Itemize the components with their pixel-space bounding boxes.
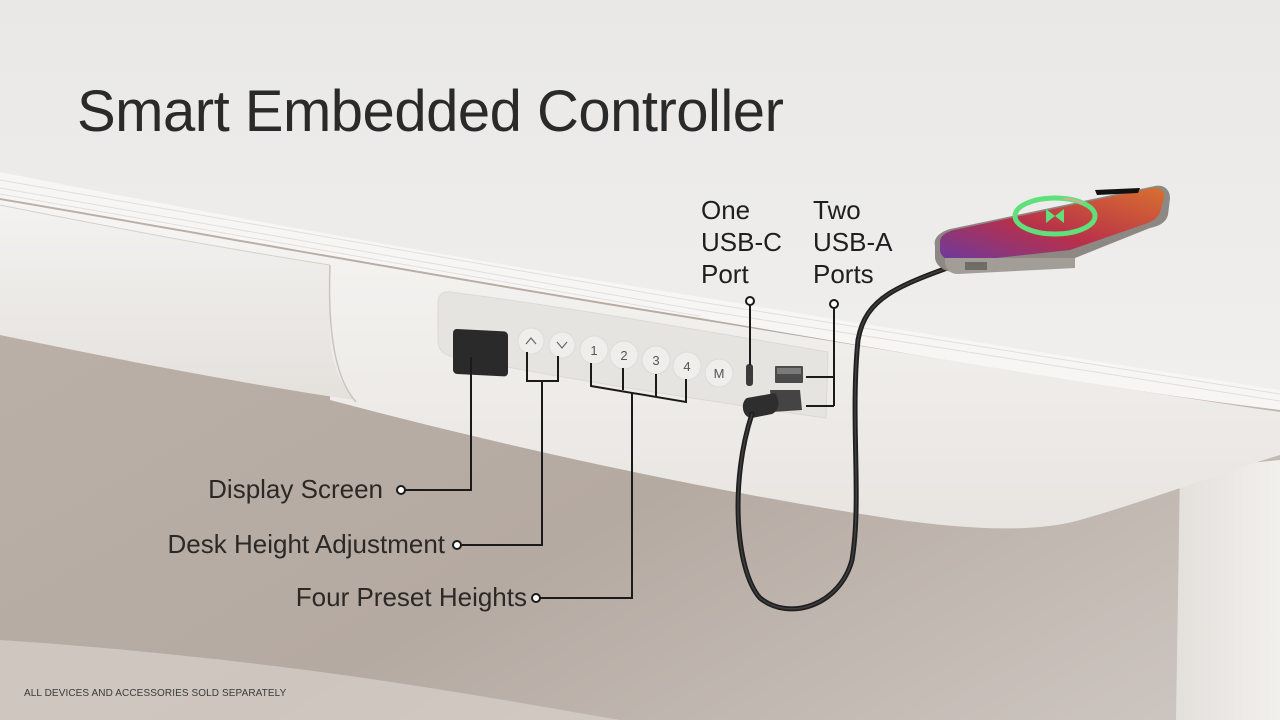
svg-text:3: 3 <box>652 353 659 368</box>
usb-c-label-line-3: Port <box>701 259 749 289</box>
desk-height-adjustment-label: Desk Height Adjustment <box>167 529 445 559</box>
svg-text:M: M <box>714 366 725 381</box>
disclaimer: ALL DEVICES AND ACCESSORIES SOLD SEPARAT… <box>24 688 287 699</box>
svg-text:2: 2 <box>620 348 627 363</box>
usb-c-callout: One USB-C Port <box>701 194 782 290</box>
usb-c-label-line-1: One <box>701 195 751 225</box>
usb-a-label-line-1: Two <box>813 195 861 225</box>
svg-text:1: 1 <box>590 343 597 358</box>
four-preset-heights-label: Four Preset Heights <box>295 582 527 612</box>
svg-text:4: 4 <box>683 359 690 374</box>
display-screen-label: Display Screen <box>208 474 383 504</box>
page-title: Smart Embedded Controller <box>77 79 784 144</box>
usb-c-label-line-2: USB-C <box>701 227 782 257</box>
display-screen <box>453 328 508 377</box>
usb-a-callout: Two USB-A Ports <box>813 194 892 290</box>
smartphone <box>934 185 1170 274</box>
usb-a-label-line-3: Ports <box>813 259 874 289</box>
usb-a-label-line-2: USB-A <box>813 227 893 257</box>
